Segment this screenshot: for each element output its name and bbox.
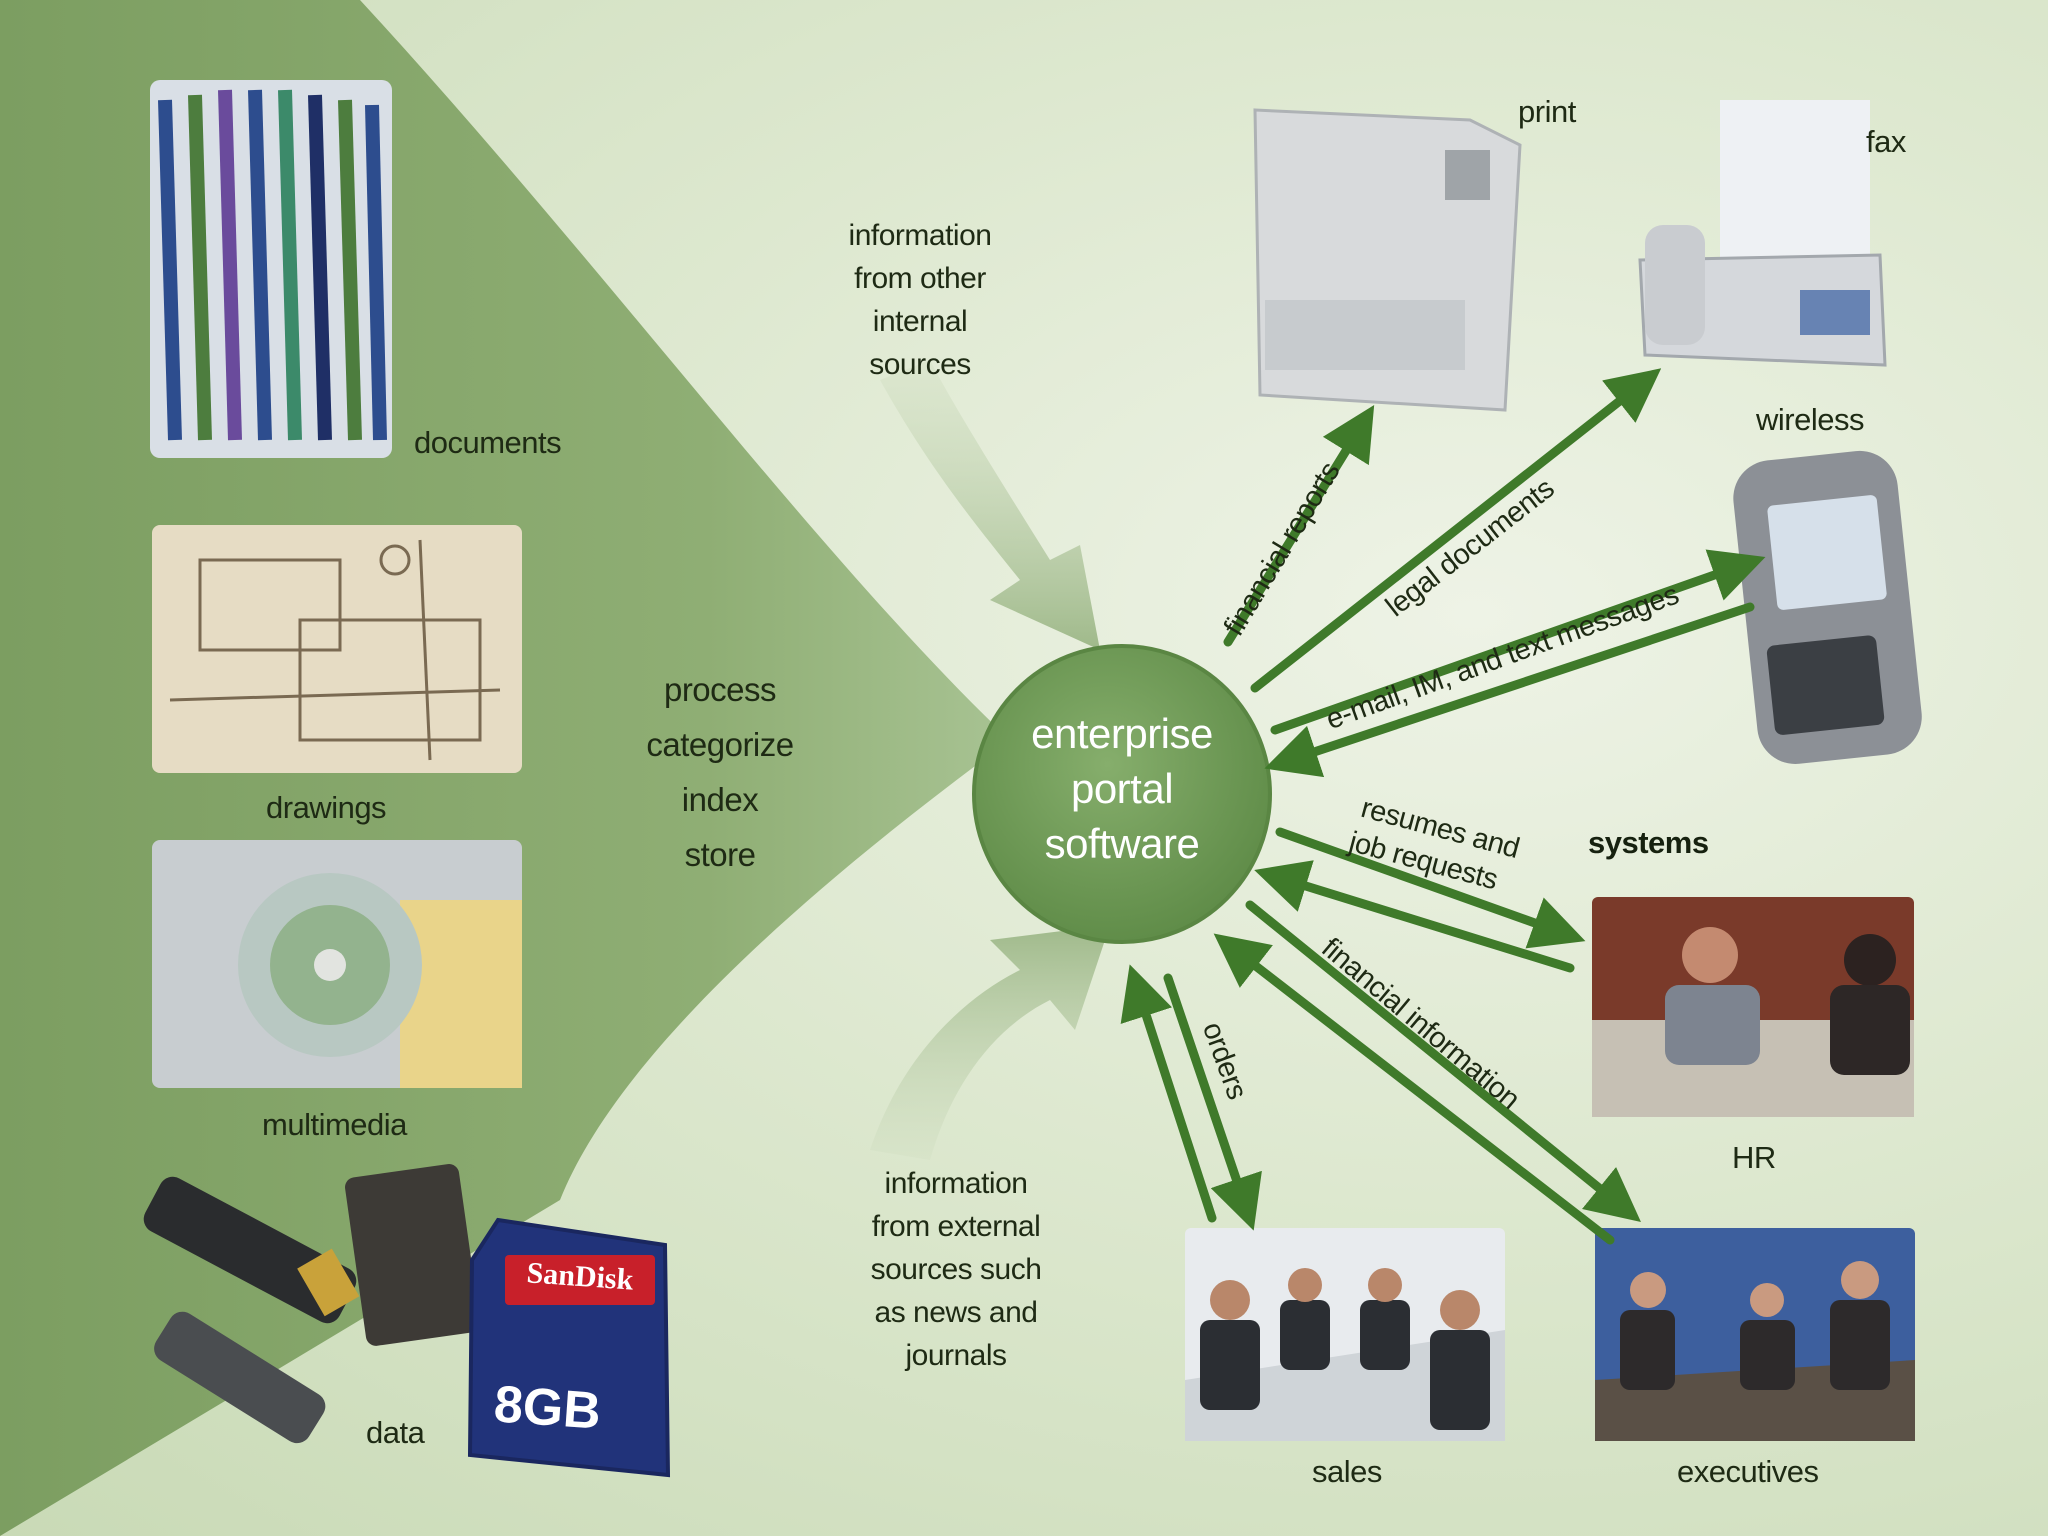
multimedia-photo: [152, 840, 522, 1088]
external-info-arrow: [870, 925, 1110, 1160]
internal-info-line: sources: [869, 348, 971, 381]
phone-photo: [1733, 450, 1922, 764]
arrow-from-executives: [1213, 933, 1615, 1245]
external-info-line: from external: [871, 1210, 1041, 1243]
arrow-to-executives: [1245, 900, 1641, 1223]
wireless-label: wireless: [1756, 402, 1864, 437]
fax-photo: [1638, 100, 1887, 367]
external-info-line: as news and: [874, 1296, 1038, 1329]
sd-card-capacity: 8GB: [492, 1375, 603, 1441]
hub-circle: [972, 644, 1272, 944]
flow-arrows: [1120, 368, 1766, 1245]
external-info-line: journals: [905, 1339, 1007, 1372]
data-storage-photo: [143, 1164, 480, 1444]
external-info-label: information from external sources such a…: [836, 1162, 1076, 1377]
step-categorize: categorize: [646, 726, 794, 763]
hr-label: HR: [1732, 1140, 1776, 1175]
external-info-line: information: [884, 1167, 1028, 1200]
documents-label: documents: [414, 425, 562, 460]
sales-photo: [1185, 1228, 1505, 1441]
arrow-from-hr: [1254, 860, 1575, 973]
internal-info-label: information from other internal sources: [800, 214, 1040, 386]
executives-photo: [1595, 1228, 1915, 1441]
sales-label: sales: [1312, 1454, 1382, 1489]
hub-line: portal: [1070, 765, 1174, 812]
hr-photo: [1592, 897, 1914, 1117]
internal-info-arrow: [880, 360, 1100, 650]
arrow-from-phone: [1264, 602, 1755, 778]
systems-label: systems: [1588, 825, 1709, 860]
drawings-label: drawings: [266, 790, 387, 825]
step-index: index: [681, 781, 759, 818]
hub-line: software: [1044, 820, 1200, 867]
process-steps: process categorize index store: [620, 662, 820, 882]
hub-label: enterprise portal software: [972, 706, 1272, 871]
data-label: data: [366, 1415, 425, 1450]
external-info-line: sources such: [870, 1253, 1042, 1286]
multimedia-label: multimedia: [262, 1107, 407, 1142]
internal-info-line: from other: [854, 262, 986, 295]
print-label: print: [1518, 94, 1576, 129]
printer-photo: [1253, 108, 1522, 412]
executives-label: executives: [1677, 1454, 1819, 1489]
fax-label: fax: [1866, 124, 1906, 159]
hub-line: enterprise: [1031, 710, 1213, 757]
arrow-to-print: [1223, 405, 1375, 647]
arrow-to-phone: [1270, 549, 1766, 735]
arrow-from-sales: [1120, 964, 1217, 1223]
sd-card: [467, 1217, 671, 1478]
internal-info-line: information: [848, 219, 992, 252]
internal-info-line: internal: [872, 305, 968, 338]
documents-photo: [150, 80, 392, 458]
drawings-photo: [152, 525, 522, 773]
step-process: process: [663, 671, 777, 708]
step-store: store: [684, 836, 756, 873]
arrow-to-hr: [1275, 827, 1586, 949]
arrow-to-fax: [1250, 368, 1662, 693]
arrow-to-sales: [1163, 973, 1262, 1231]
